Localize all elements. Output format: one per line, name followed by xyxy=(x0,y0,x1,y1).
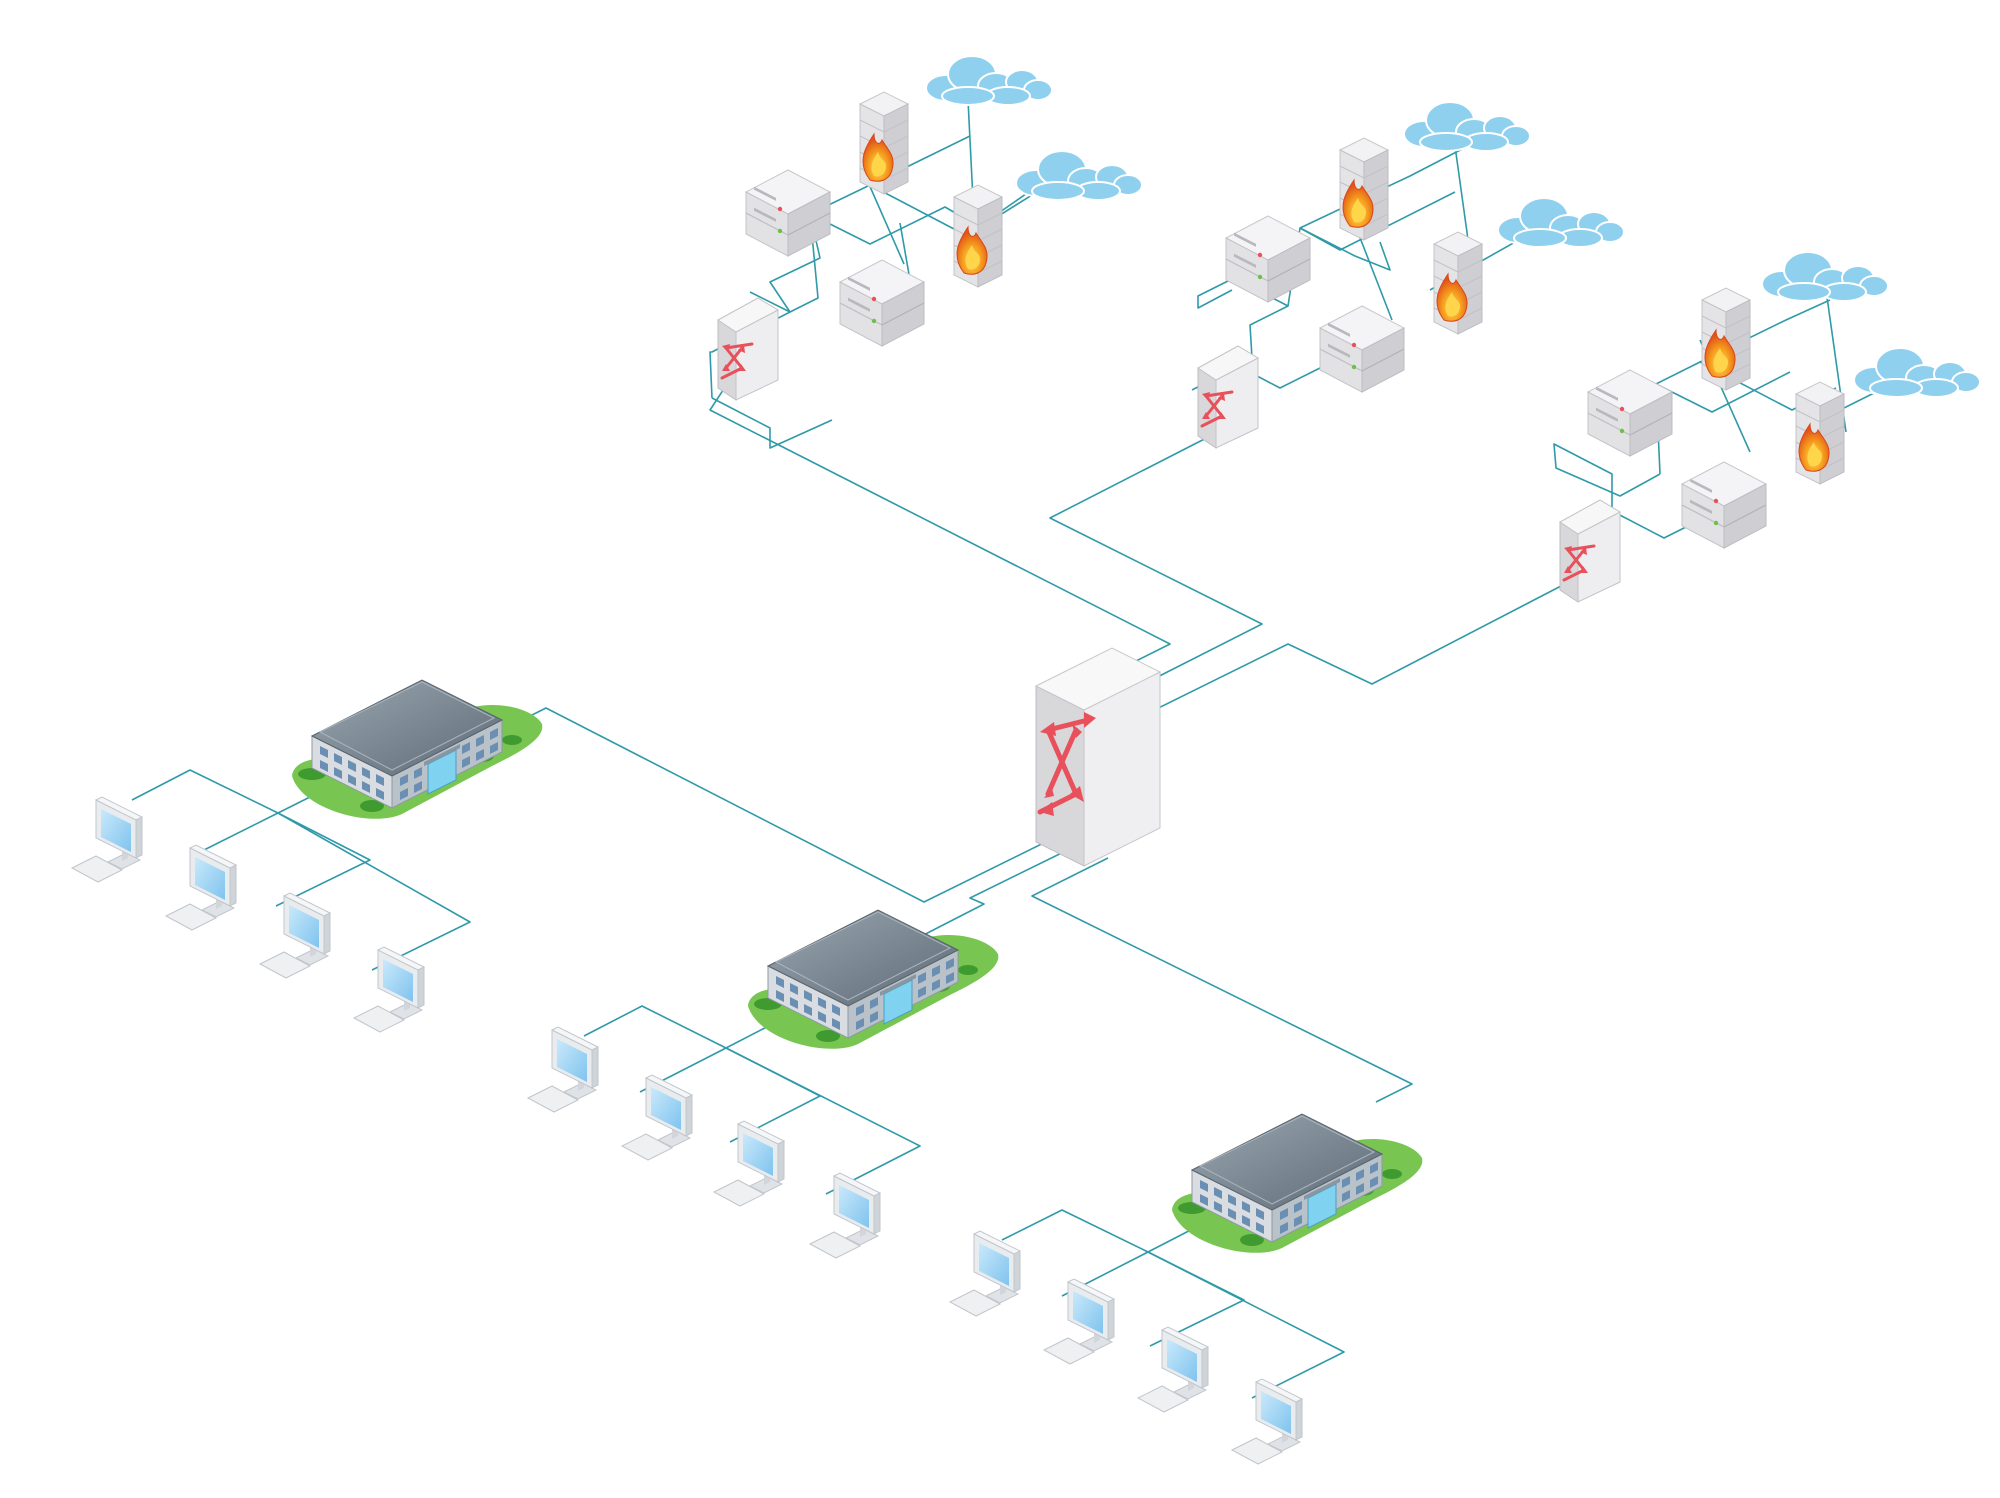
monitor-icon xyxy=(353,946,425,1033)
firewall-icon xyxy=(1795,381,1845,485)
monitor-icon xyxy=(621,1074,693,1161)
site-3 xyxy=(949,1113,1423,1465)
server-cluster-c xyxy=(1558,251,1981,604)
core-switch xyxy=(1036,648,1160,866)
monitor-icon xyxy=(71,796,143,883)
monitor-icon xyxy=(713,1120,785,1207)
server-icon xyxy=(1681,461,1767,549)
cloud-icon xyxy=(1015,150,1143,201)
cloud-icon xyxy=(925,55,1053,106)
firewall-icon xyxy=(1701,287,1751,391)
firewall-icon xyxy=(1433,231,1483,335)
server-cluster-b xyxy=(1196,101,1625,450)
building-icon xyxy=(1171,1113,1423,1254)
monitor-icon xyxy=(809,1172,881,1259)
switch-icon xyxy=(1558,498,1622,604)
cloud-icon xyxy=(1403,101,1531,152)
switch-icon xyxy=(1036,648,1160,866)
firewall-icon xyxy=(859,91,909,195)
monitor-icon xyxy=(949,1230,1021,1317)
monitor-icon xyxy=(165,844,237,931)
site-1 xyxy=(71,679,543,1033)
building-icon xyxy=(747,909,999,1050)
monitor-icon xyxy=(1043,1278,1115,1365)
monitor-icon xyxy=(527,1026,599,1113)
monitor-icon xyxy=(1231,1378,1303,1465)
monitor-icon xyxy=(1137,1326,1209,1413)
cloud-icon xyxy=(1761,251,1889,302)
switch-icon xyxy=(1196,344,1260,450)
server-icon xyxy=(839,259,925,347)
firewall-icon xyxy=(953,184,1003,288)
building-icon xyxy=(291,679,543,820)
site-2 xyxy=(527,909,999,1259)
firewall-icon xyxy=(1339,137,1389,241)
monitor-icon xyxy=(259,892,331,979)
server-cluster-a xyxy=(716,55,1143,402)
cloud-icon xyxy=(1497,197,1625,248)
cloud-icon xyxy=(1853,347,1981,398)
switch-icon xyxy=(716,296,780,402)
server-icon xyxy=(1225,215,1311,303)
